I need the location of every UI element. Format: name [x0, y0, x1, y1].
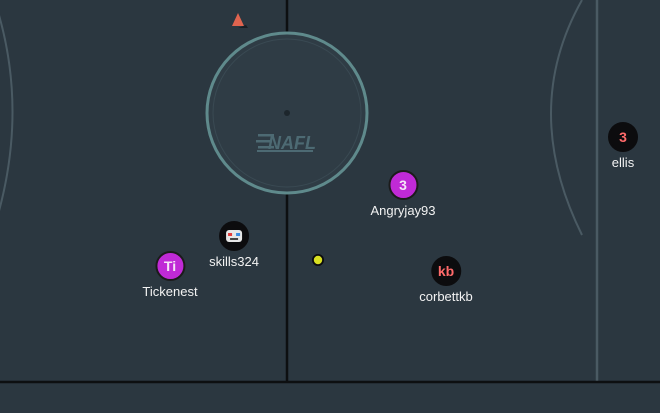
left-zone-arc: [0, 15, 14, 212]
player-disc: kb: [430, 256, 461, 286]
player-name: corbettkb: [419, 289, 473, 304]
right-zone-arc: [550, 0, 583, 236]
player-name: skills324: [209, 254, 259, 269]
league-logo: NAFL: [256, 133, 316, 153]
player-name: Tickenest: [142, 284, 198, 299]
center-faceoff-dot: [284, 110, 290, 116]
player-disc: 3: [608, 122, 638, 152]
player-skills324[interactable]: skills324: [209, 221, 259, 269]
triangle-marker-icon: [232, 13, 244, 26]
player-name: ellis: [611, 155, 635, 170]
player-corbettkb[interactable]: kb corbettkb: [419, 256, 473, 304]
center-faceoff-inner-ring: [212, 38, 362, 188]
player-disc: 3: [387, 170, 418, 200]
player-tickenest[interactable]: Ti Tickenest: [142, 251, 198, 299]
player-disc: Ti: [155, 251, 185, 281]
player-angryjay93[interactable]: 3 Angryjay93: [370, 170, 436, 218]
player-disc: [218, 221, 249, 251]
player-ellis[interactable]: 3 ellis: [608, 122, 638, 170]
player-name: Angryjay93: [370, 203, 436, 218]
robot-face-icon: [225, 230, 242, 242]
league-logo-text: NAFL: [268, 133, 316, 153]
